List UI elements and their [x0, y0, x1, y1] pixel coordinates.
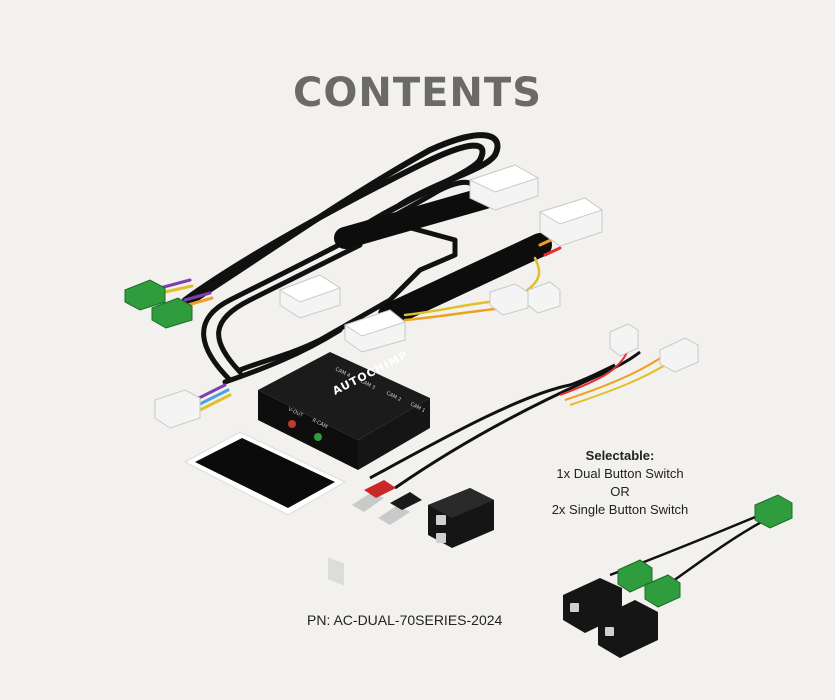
adhesive-pad — [183, 431, 347, 516]
harness-green-connectors — [124, 279, 193, 329]
selectable-option-dual: 1x Dual Button Switch — [556, 466, 684, 481]
single-button-switches — [563, 494, 793, 658]
page-title: CONTENTS — [292, 70, 542, 116]
selectable-heading: Selectable: — [585, 448, 655, 463]
harness-connectors — [154, 164, 604, 429]
selectable-separator: OR — [610, 484, 630, 499]
dual-button-switch — [428, 488, 494, 548]
switch-options-caption: Selectable: 1x Dual Button Switch OR 2x … — [530, 447, 710, 519]
rca-video-cable — [352, 323, 699, 525]
selectable-option-single: 2x Single Button Switch — [551, 502, 689, 517]
part-number: PN: AC-DUAL-70SERIES-2024 — [307, 612, 503, 628]
interface-module — [258, 352, 430, 586]
